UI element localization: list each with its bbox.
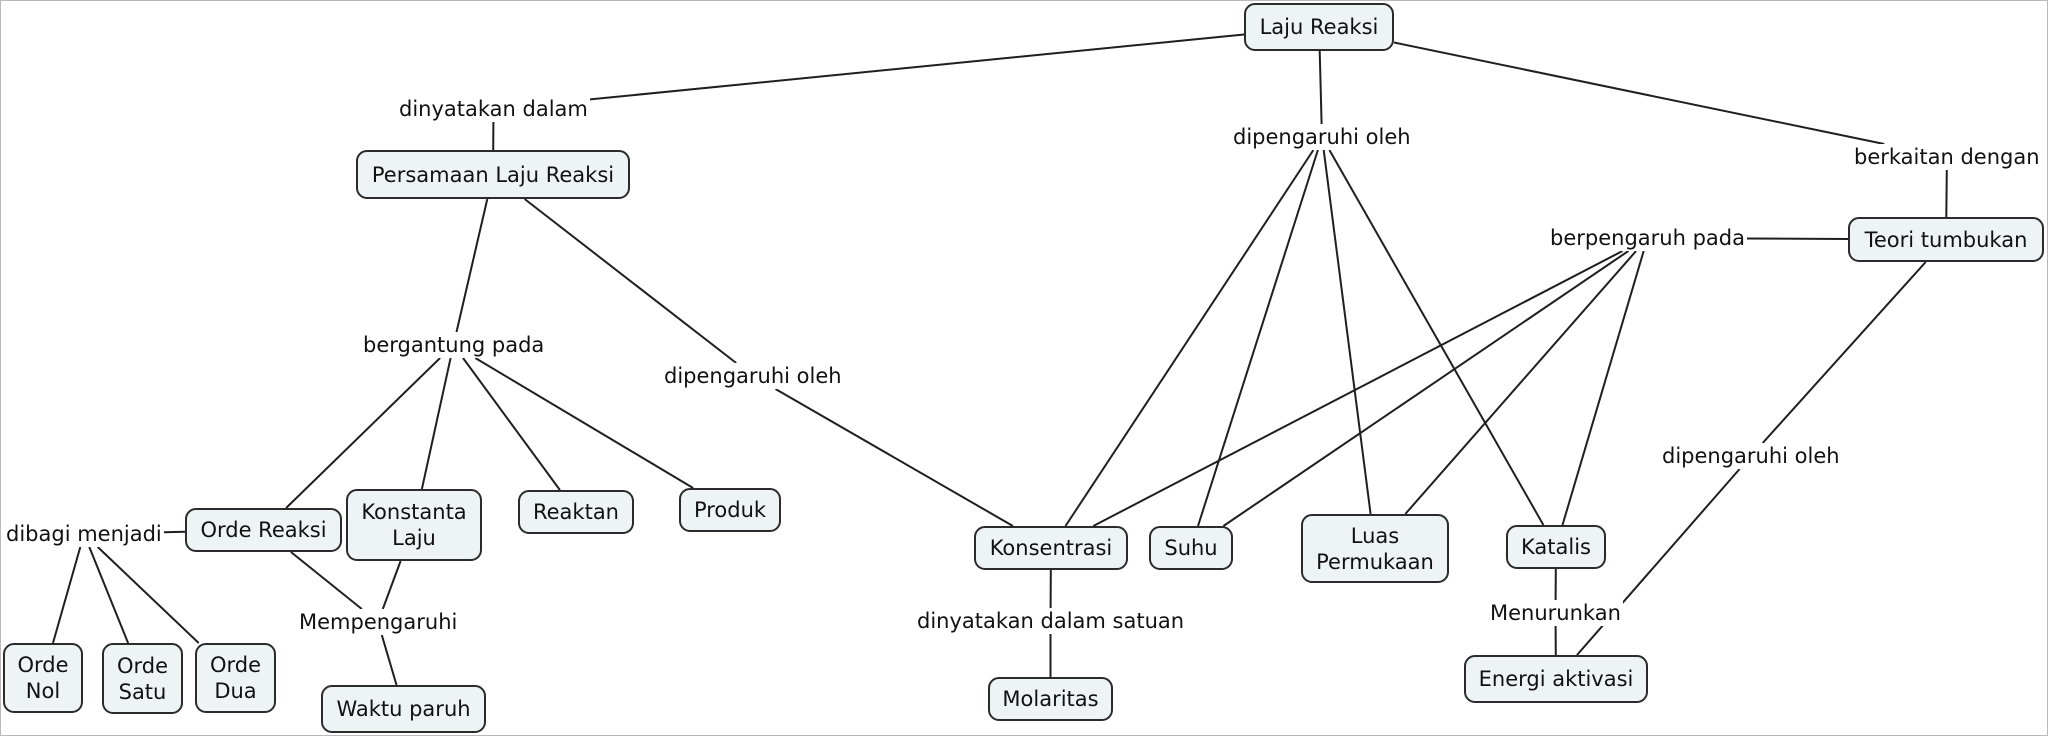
concept-luas-permukaan[interactable]: Luas Permukaan <box>1301 514 1449 583</box>
connector-laju-reaksi-to-berkaitan-dengan <box>1394 43 1884 145</box>
concept-konsentrasi[interactable]: Konsentrasi <box>974 526 1128 570</box>
link-dipengaruhi-oleh-top: dipengaruhi oleh <box>1231 124 1413 150</box>
connector-laju-reaksi-to-dipengaruhi-oleh-top <box>1320 51 1322 124</box>
concept-konstanta-laju[interactable]: Konstanta Laju <box>346 489 482 561</box>
connector-dipengaruhi-oleh-top-to-suhu <box>1198 150 1318 526</box>
link-dinyatakan-dalam-satuan: dinyatakan dalam satuan <box>915 608 1186 634</box>
connector-bergantung-pada-to-reaktan <box>463 358 560 490</box>
concept-produk[interactable]: Produk <box>679 488 781 532</box>
connector-dipengaruhi-oleh-top-to-konsentrasi <box>1066 150 1314 526</box>
concept-orde-nol[interactable]: Orde Nol <box>3 643 83 713</box>
connector-bergantung-pada-to-konstanta-laju <box>422 358 451 489</box>
connector-laju-reaksi-to-dinyatakan-dalam <box>590 35 1244 100</box>
connector-berpengaruh-pada-to-konsentrasi <box>1093 251 1622 526</box>
concept-laju-reaksi[interactable]: Laju Reaksi <box>1244 3 1394 51</box>
connector-teori-tumbukan-to-berpengaruh-pada <box>1747 239 1848 240</box>
link-dipengaruhi-oleh-middle: dipengaruhi oleh <box>662 363 844 389</box>
connector-berpengaruh-pada-to-luas-permukaan <box>1405 251 1636 514</box>
connector-persamaan-laju-reaksi-to-bergantung-pada <box>457 199 488 332</box>
connector-dibagi-menjadi-to-orde-nol <box>53 547 80 643</box>
link-dipengaruhi-oleh-right: dipengaruhi oleh <box>1660 443 1842 469</box>
concept-reaktan[interactable]: Reaktan <box>518 490 634 534</box>
concept-suhu[interactable]: Suhu <box>1149 526 1233 570</box>
connector-dipengaruhi-oleh-mid-to-konsentrasi <box>776 389 1013 526</box>
concept-molaritas[interactable]: Molaritas <box>988 677 1113 721</box>
connector-dibagi-menjadi-to-orde-dua <box>98 547 199 643</box>
connector-teori-tumbukan-to-dipengaruhi-oleh-right <box>1763 262 1926 443</box>
link-dinyatakan-dalam: dinyatakan dalam <box>397 96 590 122</box>
concept-katalis[interactable]: Katalis <box>1506 525 1606 569</box>
concept-orde-dua[interactable]: Orde Dua <box>195 643 276 713</box>
link-berpengaruh-pada: berpengaruh pada <box>1548 225 1747 251</box>
link-menurunkan: Menurunkan <box>1488 600 1623 626</box>
concept-waktu-paruh[interactable]: Waktu paruh <box>321 685 486 733</box>
link-dibagi-menjadi: dibagi menjadi <box>4 521 164 547</box>
concept-teori-tumbukan[interactable]: Teori tumbukan <box>1848 217 2044 262</box>
link-bergantung-pada: bergantung pada <box>361 332 546 358</box>
connector-dipengaruhi-oleh-top-to-katalis <box>1329 150 1543 525</box>
concept-orde-reaksi[interactable]: Orde Reaksi <box>185 508 342 552</box>
connector-berpengaruh-pada-to-suhu <box>1223 251 1628 526</box>
connector-orde-reaksi-to-mempengaruhi <box>291 552 362 609</box>
connector-persamaan-laju-reaksi-to-dipengaruhi-oleh-mid <box>525 199 737 363</box>
link-berkaitan-dengan: berkaitan dengan <box>1852 144 2042 170</box>
connector-dipengaruhi-oleh-top-to-luas-permukaan <box>1324 150 1371 514</box>
connector-dibagi-menjadi-to-orde-satu <box>89 547 128 643</box>
concept-orde-satu[interactable]: Orde Satu <box>102 643 183 714</box>
concept-persamaan-laju-reaksi[interactable]: Persamaan Laju Reaksi <box>356 150 630 199</box>
connector-berkaitan-dengan-to-teori-tumbukan <box>1946 170 1947 217</box>
connector-bergantung-pada-to-produk <box>475 358 693 488</box>
connector-mempengaruhi-to-waktu-paruh <box>382 635 397 685</box>
link-mempengaruhi: Mempengaruhi <box>297 609 459 635</box>
concept-energi-aktivasi[interactable]: Energi aktivasi <box>1464 655 1648 703</box>
connector-berpengaruh-pada-to-katalis <box>1563 251 1644 525</box>
connector-orde-reaksi-to-dibagi-menjadi <box>164 532 185 533</box>
connector-bergantung-pada-to-orde-reaksi <box>286 358 440 508</box>
connector-konstanta-laju-to-mempengaruhi <box>383 561 401 609</box>
